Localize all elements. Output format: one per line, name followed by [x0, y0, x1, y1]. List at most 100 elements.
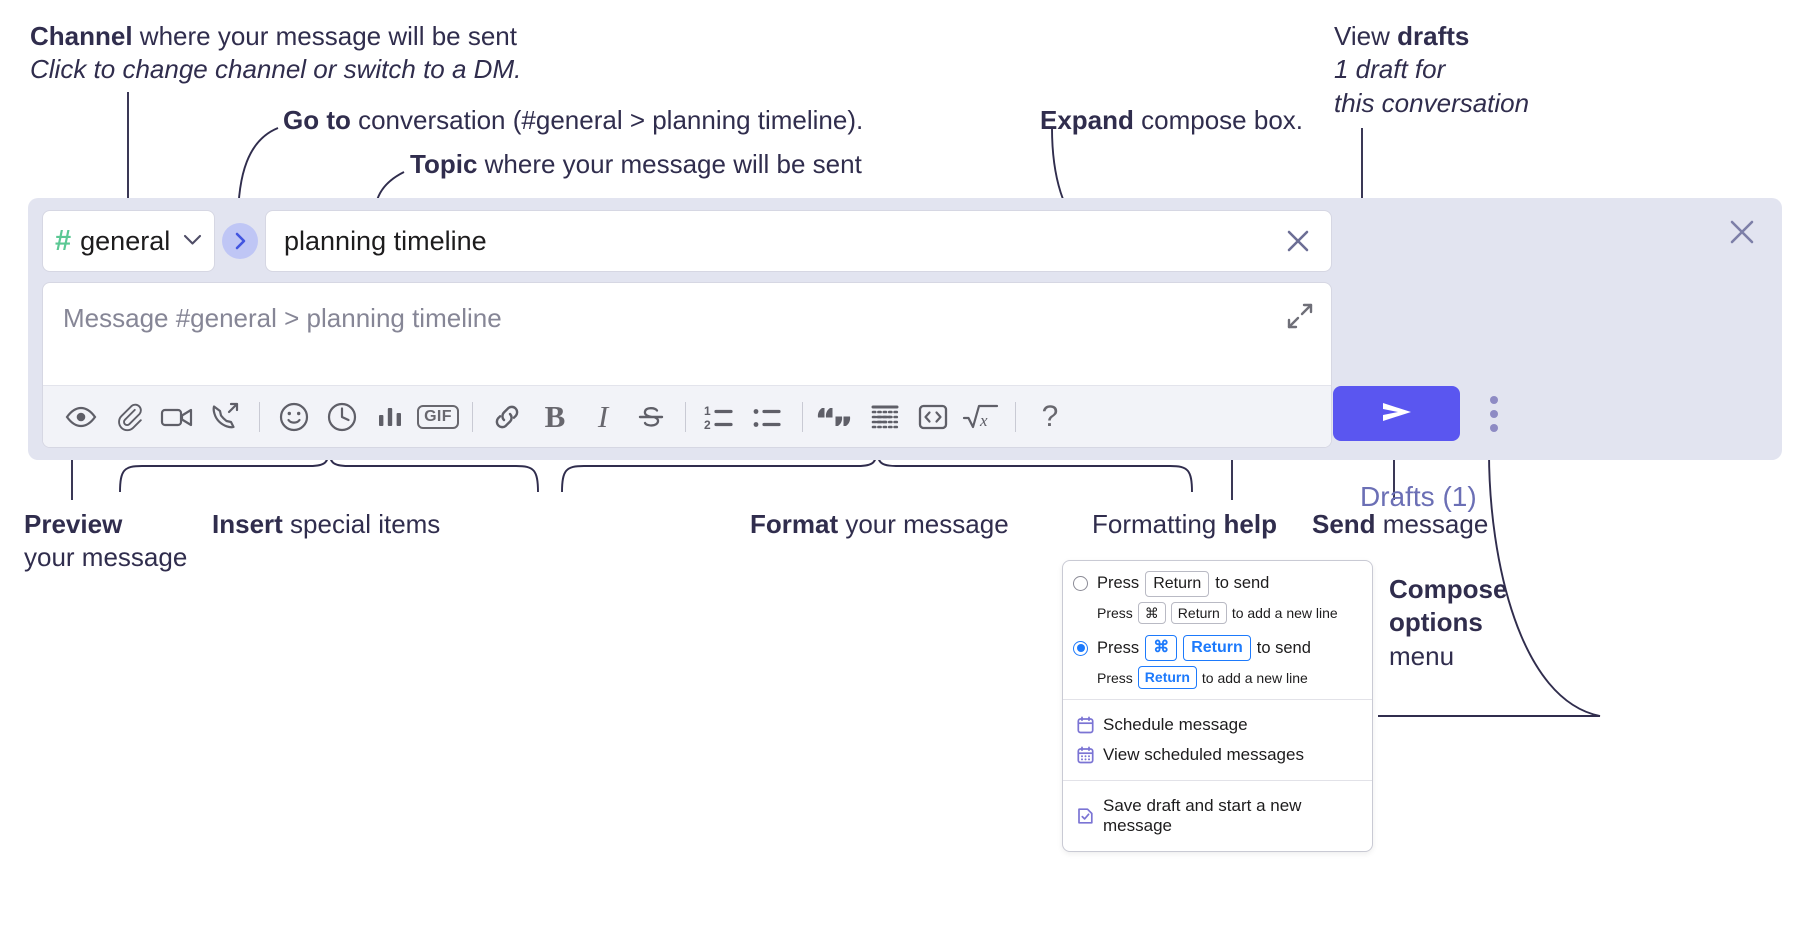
- annotation-drafts-bold: drafts: [1397, 21, 1470, 51]
- annotation-expand: Expand compose box.: [1040, 104, 1303, 137]
- compose-options-button[interactable]: [1476, 386, 1512, 441]
- key-return-sub-blue: Return: [1137, 666, 1197, 689]
- option-press-cmd-return-to-send[interactable]: Press ⌘ Return to send: [1073, 635, 1360, 662]
- calendar-icon: [1077, 716, 1094, 734]
- menu-item-label: View scheduled messages: [1103, 744, 1304, 764]
- topic-value: planning timeline: [284, 225, 487, 256]
- annotation-compose-rest: menu: [1389, 640, 1455, 671]
- annotation-expand-rest: compose box.: [1133, 105, 1304, 135]
- annotation-goto-bold: Go to: [283, 105, 351, 135]
- menu-item-view-scheduled-messages[interactable]: View scheduled messages: [1073, 740, 1360, 770]
- gif-icon[interactable]: GIF: [414, 394, 462, 440]
- send-paper-plane-icon: [1377, 398, 1417, 429]
- option-2-sub-pre: Press: [1097, 669, 1133, 686]
- bar-chart-icon[interactable]: [366, 394, 414, 440]
- annotation-compose-bold2: options: [1389, 607, 1483, 638]
- svg-text:x: x: [979, 411, 988, 430]
- annotation-channel-italic: Click to change channel or switch to a D…: [30, 54, 522, 85]
- draft-section: Save draft and start a new message: [1063, 779, 1372, 851]
- compose-header-row: # general planning timeline: [42, 210, 1332, 272]
- separator-1: [259, 401, 260, 432]
- bold-icon[interactable]: B: [531, 394, 579, 440]
- annotation-preview-bold: Preview: [24, 509, 123, 539]
- annotation-topic: Topic where your message will be sent: [410, 148, 862, 181]
- key-return-selected: Return: [1183, 635, 1251, 662]
- option-1-main: Press Return to send: [1097, 571, 1269, 597]
- message-input[interactable]: Message #general > planning timeline: [63, 303, 502, 333]
- italic-icon[interactable]: I: [579, 394, 627, 440]
- annotation-goto-rest: conversation (#general > planning timeli…: [350, 105, 864, 135]
- annotation-channel-rest: where your message will be sent: [132, 21, 517, 51]
- close-compose-button[interactable]: [1724, 214, 1760, 250]
- bold-label: B: [544, 398, 566, 434]
- help-label: ?: [1041, 399, 1059, 433]
- video-camera-icon[interactable]: [153, 394, 201, 440]
- option-1-sub-pre: Press: [1097, 605, 1133, 622]
- option-2-pre: Press: [1097, 638, 1140, 657]
- math-sqrt-icon[interactable]: x: [957, 394, 1005, 440]
- menu-item-label: Save draft and start a new message: [1103, 795, 1302, 835]
- option-2-main: Press ⌘ Return to send: [1097, 635, 1311, 662]
- separator-5: [1015, 401, 1016, 432]
- quote-icon[interactable]: [813, 394, 861, 440]
- annotation-goto: Go to conversation (#general > planning …: [283, 104, 863, 137]
- annotation-drafts: View drafts 1 draft for this conversatio…: [1334, 20, 1529, 120]
- option-2-post: to send: [1256, 638, 1311, 657]
- send-button[interactable]: [1333, 386, 1460, 441]
- radio-selected[interactable]: [1073, 640, 1088, 656]
- option-1-sub-post: to add a new line: [1231, 605, 1338, 622]
- strikethrough-icon[interactable]: [627, 394, 675, 440]
- key-return: Return: [1145, 571, 1210, 597]
- code-block-icon[interactable]: [861, 394, 909, 440]
- clock-icon[interactable]: [318, 394, 366, 440]
- annotation-preview-rest: your message: [24, 542, 188, 573]
- channel-name: general: [80, 225, 171, 256]
- paperclip-icon[interactable]: [105, 394, 153, 440]
- bulleted-list-icon[interactable]: [744, 394, 792, 440]
- annotation-preview: Preview your message: [24, 508, 187, 575]
- smiley-icon[interactable]: [270, 394, 318, 440]
- annotation-channel-bold: Channel: [30, 21, 133, 51]
- menu-item-schedule-message[interactable]: Schedule message: [1073, 710, 1360, 740]
- chevron-down-icon: [183, 230, 202, 252]
- annotation-drafts-pre: View: [1334, 21, 1398, 51]
- formatting-toolbar: GIF B I: [43, 385, 1331, 447]
- menu-item-label: Schedule message: [1103, 714, 1248, 734]
- drafts-link[interactable]: Drafts (1): [1360, 481, 1477, 512]
- channel-selector-button[interactable]: # general: [42, 210, 215, 272]
- question-mark-icon[interactable]: ?: [1026, 394, 1074, 440]
- radio-unselected[interactable]: [1073, 576, 1088, 592]
- go-to-conversation-button[interactable]: [215, 210, 265, 272]
- annotation-formatting-help: Formatting help: [1092, 508, 1277, 541]
- separator-2: [472, 401, 473, 432]
- option-1-pre: Press: [1097, 574, 1140, 593]
- separator-4: [802, 401, 803, 432]
- svg-text:1: 1: [704, 404, 711, 418]
- phone-forward-icon[interactable]: [201, 394, 249, 440]
- code-icon[interactable]: [909, 394, 957, 440]
- message-input-card: Message #general > planning timeline: [42, 282, 1332, 448]
- separator-3: [685, 401, 686, 432]
- compose-options-menu: Press Return to send Press ⌘ Return to a…: [1062, 560, 1373, 852]
- close-icon[interactable]: [1281, 224, 1315, 258]
- annotation-drafts-italic2: this conversation: [1334, 87, 1530, 118]
- option-1-sub: Press ⌘ Return to add a new line: [1097, 601, 1360, 625]
- more-options-dot-3: [1490, 423, 1498, 432]
- annotation-compose-bold1: Compose: [1389, 574, 1508, 604]
- annotation-send-bold: Send: [1312, 509, 1376, 539]
- option-press-return-to-send[interactable]: Press Return to send: [1073, 571, 1360, 597]
- menu-item-save-draft[interactable]: Save draft and start a new message: [1073, 791, 1360, 841]
- annotation-channel: Channel where your message will be sent …: [30, 20, 521, 87]
- topic-field[interactable]: planning timeline: [265, 210, 1332, 272]
- key-return-sub: Return: [1170, 601, 1227, 625]
- calendar-grid-icon: [1077, 746, 1094, 764]
- more-options-dot-1: [1490, 395, 1498, 404]
- annotation-fhelp-pre: Formatting: [1092, 509, 1224, 539]
- annotation-expand-bold: Expand: [1040, 105, 1134, 135]
- annotation-format-bold: Format: [750, 509, 839, 539]
- key-command: ⌘: [1137, 601, 1166, 625]
- link-icon[interactable]: [483, 394, 531, 440]
- expand-icon[interactable]: [1283, 299, 1317, 333]
- eye-icon[interactable]: [57, 394, 105, 440]
